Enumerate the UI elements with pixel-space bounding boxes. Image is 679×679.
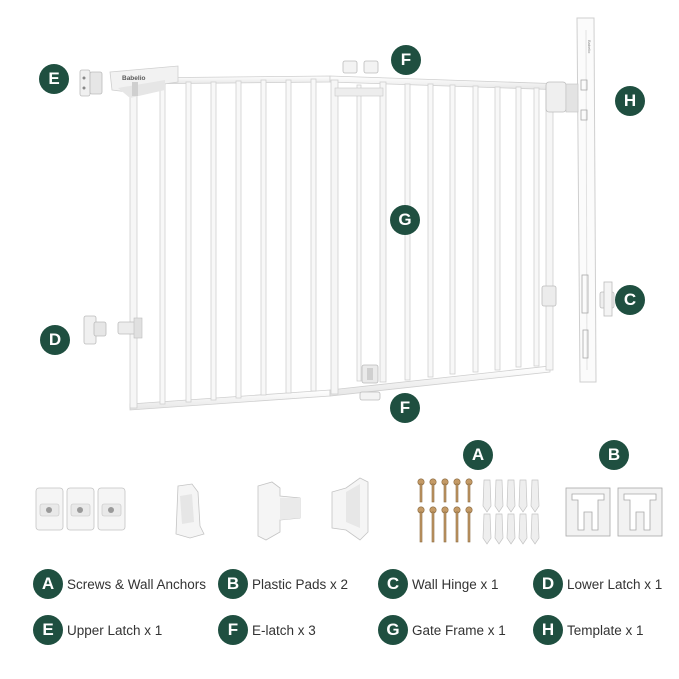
- badge-b-parts: B: [599, 440, 629, 470]
- legend-item-h: H Template x 1: [533, 615, 644, 645]
- legend-badge: A: [33, 569, 63, 599]
- template-sheet: Babelio: [576, 17, 597, 383]
- legend-label: Gate Frame x 1: [412, 622, 506, 638]
- legend-label: Lower Latch x 1: [567, 576, 663, 592]
- legend-label: Template x 1: [567, 622, 644, 638]
- legend-item-b: B Plastic Pads x 2: [218, 569, 348, 599]
- legend-badge: F: [218, 615, 248, 645]
- legend-label: Upper Latch x 1: [67, 622, 163, 638]
- legend-item-d: D Lower Latch x 1: [533, 569, 662, 599]
- badge-a-parts: A: [463, 440, 493, 470]
- legend-badge: G: [378, 615, 408, 645]
- badge-f-bottom: F: [390, 393, 420, 423]
- legend-label: Plastic Pads x 2: [252, 576, 349, 592]
- parts-wall-anchors: [482, 479, 540, 545]
- e-latch-top: [342, 60, 379, 74]
- legend-item-e: E Upper Latch x 1: [33, 615, 162, 645]
- legend-item-f: F E-latch x 3: [218, 615, 316, 645]
- legend-item-c: C Wall Hinge x 1: [378, 569, 499, 599]
- legend-item-a: A Screws & Wall Anchors: [33, 569, 206, 599]
- brand-text: Babelio: [122, 75, 146, 82]
- template-text: Babelio: [587, 40, 592, 54]
- parts-screws: [417, 478, 473, 543]
- badge-f-top: F: [391, 45, 421, 75]
- lower-latch-d: [83, 315, 107, 345]
- wall-hinge-c: [599, 281, 615, 317]
- legend-label: Wall Hinge x 1: [412, 576, 499, 592]
- legend-badge: E: [33, 615, 63, 645]
- badge-h-diagram: H: [615, 86, 645, 116]
- e-latch-bottom: [359, 391, 381, 401]
- parts-lower-latch: [175, 483, 205, 539]
- upper-latch-e: [79, 69, 103, 97]
- badge-g-diagram: G: [390, 205, 420, 235]
- legend-label: E-latch x 3: [252, 622, 316, 638]
- legend-label: Screws & Wall Anchors: [67, 576, 207, 592]
- legend-badge: H: [533, 615, 563, 645]
- badge-c-diagram: C: [615, 285, 645, 315]
- badge-d-diagram: D: [40, 325, 70, 355]
- badge-e-diagram: E: [39, 64, 69, 94]
- legend-badge: C: [378, 569, 408, 599]
- legend-badge: D: [533, 569, 563, 599]
- parts-e-latch: [331, 477, 369, 541]
- parts-wall-hinge: [257, 481, 301, 541]
- parts-upper-latches: [35, 487, 126, 531]
- legend-item-g: G Gate Frame x 1: [378, 615, 506, 645]
- parts-plastic-pads: [565, 487, 663, 537]
- legend-badge: B: [218, 569, 248, 599]
- gate-frame: Babelio: [109, 65, 579, 411]
